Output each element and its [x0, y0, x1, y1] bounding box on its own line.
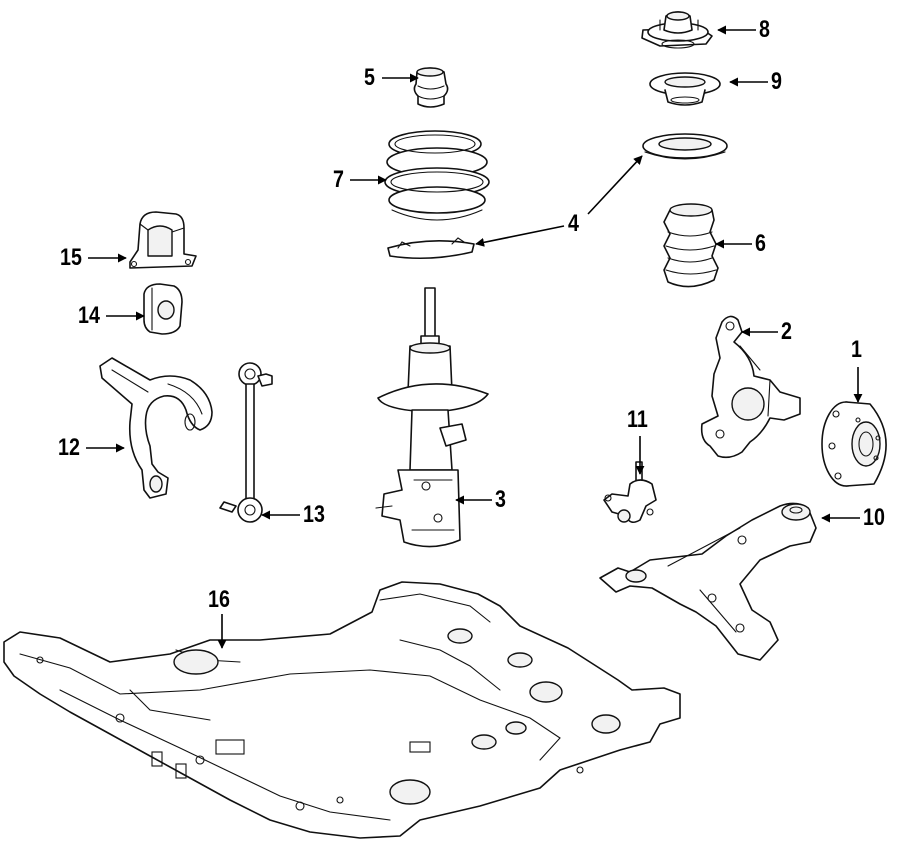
callout-11: 11	[627, 406, 648, 433]
callout-9: 9	[771, 68, 782, 95]
leader-4a	[475, 225, 565, 247]
callout-4: 4	[568, 210, 579, 237]
callout-3: 3	[495, 486, 506, 513]
part-4-lower-seat[interactable]	[387, 237, 475, 260]
part-16-subframe[interactable]	[3, 581, 681, 839]
callout-12: 12	[58, 434, 80, 461]
callout-5: 5	[364, 64, 375, 91]
callout-10: 10	[863, 504, 885, 531]
callout-8: 8	[759, 16, 770, 43]
part-4-upper-insulator[interactable]	[642, 133, 728, 160]
part-11-ball-joint[interactable]	[603, 461, 657, 524]
part-6-dust-boot[interactable]	[663, 203, 719, 288]
callout-2: 2	[781, 318, 792, 345]
part-1-wheel-hub[interactable]	[821, 401, 887, 487]
part-7-coil-spring[interactable]	[384, 130, 490, 221]
part-15-stabilizer-bracket[interactable]	[129, 211, 197, 269]
part-10-lower-control-arm[interactable]	[599, 502, 817, 661]
callout-1: 1	[851, 336, 862, 363]
part-9-bearing[interactable]	[649, 72, 721, 106]
part-8-strut-mount[interactable]	[641, 11, 713, 49]
callout-7: 7	[333, 166, 344, 193]
callout-16: 16	[208, 586, 230, 613]
callout-13: 13	[303, 501, 325, 528]
leader-lines	[86, 25, 863, 649]
callout-14: 14	[78, 302, 100, 329]
part-2-steering-knuckle[interactable]	[700, 315, 801, 459]
part-12-stabilizer-bar[interactable]	[99, 357, 213, 499]
part-13-stabilizer-link[interactable]	[219, 362, 273, 523]
part-3-strut[interactable]	[375, 287, 489, 548]
part-5-bump-stop[interactable]	[413, 67, 449, 108]
callout-6: 6	[755, 230, 766, 257]
leader-4b	[587, 155, 643, 215]
callout-15: 15	[60, 244, 82, 271]
part-14-stabilizer-bushing[interactable]	[143, 283, 183, 335]
